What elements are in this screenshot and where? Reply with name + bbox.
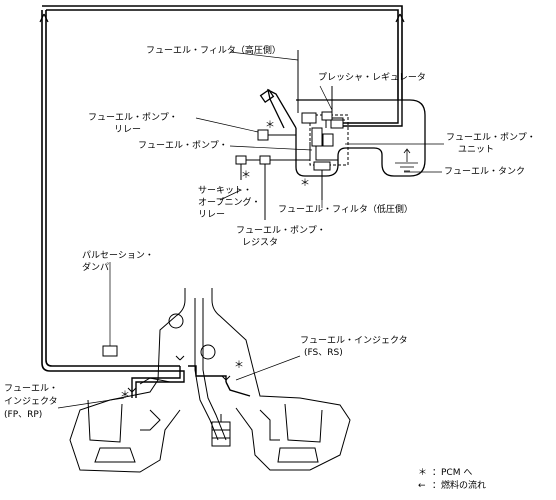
label-fuel-pump-unit-1: フューエル・ポンプ・ bbox=[446, 133, 536, 143]
label-injector-fs-2: (FS、RS) bbox=[304, 348, 343, 358]
label-fuel-pump-relay-2: リレー bbox=[114, 125, 142, 135]
flow-arrows-top bbox=[39, 13, 405, 23]
leader-lines bbox=[57, 51, 444, 409]
label-injector-fp-3: (FP、RP) bbox=[4, 410, 43, 420]
fuel-pump-resistor bbox=[259, 155, 271, 220]
label-fuel-filter-high: フューエル・フィルタ（高圧側） bbox=[146, 46, 281, 56]
label-fuel-pump: フューエル・ポンプ・ bbox=[138, 141, 228, 151]
label-pulsation-damper-2: ダンパ bbox=[82, 263, 110, 273]
asterisk-marker: ＊ bbox=[120, 390, 130, 401]
engine-assembly bbox=[69, 288, 351, 473]
legend-pcm-text: ：PCM へ bbox=[432, 468, 473, 478]
pulsation-damper bbox=[102, 262, 118, 357]
label-circuit-relay-3: リレー bbox=[198, 210, 226, 220]
fuel-pump-unit bbox=[309, 100, 403, 166]
fuel-pump-relay bbox=[257, 129, 296, 141]
label-circuit-relay-2: オープニング・ bbox=[198, 198, 261, 208]
asterisk-marker: ＊ bbox=[241, 170, 251, 181]
fuel-tank bbox=[259, 88, 426, 177]
label-fuel-tank: フューエル・タンク bbox=[444, 167, 526, 177]
legend-flow-text: ：燃料の流れ bbox=[432, 481, 487, 491]
label-injector-fp-1: フューエル・ bbox=[4, 384, 59, 394]
asterisk-marker: ＊ bbox=[300, 178, 310, 189]
label-pressure-regulator: プレッシャ・レギュレータ bbox=[318, 73, 426, 83]
legend: ＊ ：PCM へ ← ：燃料の流れ bbox=[418, 468, 550, 496]
label-injector-fs-1: フューエル・インジェクタ bbox=[300, 336, 408, 346]
pump-wire bbox=[246, 142, 311, 161]
label-injector-fp-2: インジェクタ bbox=[4, 397, 58, 407]
fuel-rail-lines bbox=[131, 365, 251, 398]
asterisk-marker: ＊ bbox=[265, 120, 275, 131]
label-fuel-filter-low: フューエル・フィルタ（低圧側） bbox=[278, 205, 413, 215]
legend-flow-arrow-icon: ← bbox=[418, 481, 426, 491]
pump-leader bbox=[229, 145, 313, 151]
label-pump-resistor-2: レジスタ bbox=[242, 238, 279, 248]
label-fuel-pump-unit-2: ユニット bbox=[458, 145, 495, 155]
asterisk-marker: ＊ bbox=[234, 360, 244, 371]
fuel-filter-low bbox=[313, 161, 331, 200]
legend-pcm-symbol: ＊ bbox=[418, 468, 428, 478]
fuel-return-line bbox=[41, 5, 403, 372]
fuel-filter-high bbox=[297, 50, 317, 124]
flow-arrows-bottom bbox=[127, 355, 231, 393]
fuel-level bbox=[395, 148, 418, 172]
label-pulsation-damper-1: パルセーション・ bbox=[82, 251, 154, 261]
label-fuel-pump-relay-1: フューエル・ポンプ・ bbox=[88, 113, 178, 123]
pressure-regulator bbox=[321, 86, 333, 121]
label-pump-resistor-1: フューエル・ポンプ・ bbox=[236, 226, 326, 236]
label-circuit-relay-1: サーキット・ bbox=[198, 186, 253, 196]
